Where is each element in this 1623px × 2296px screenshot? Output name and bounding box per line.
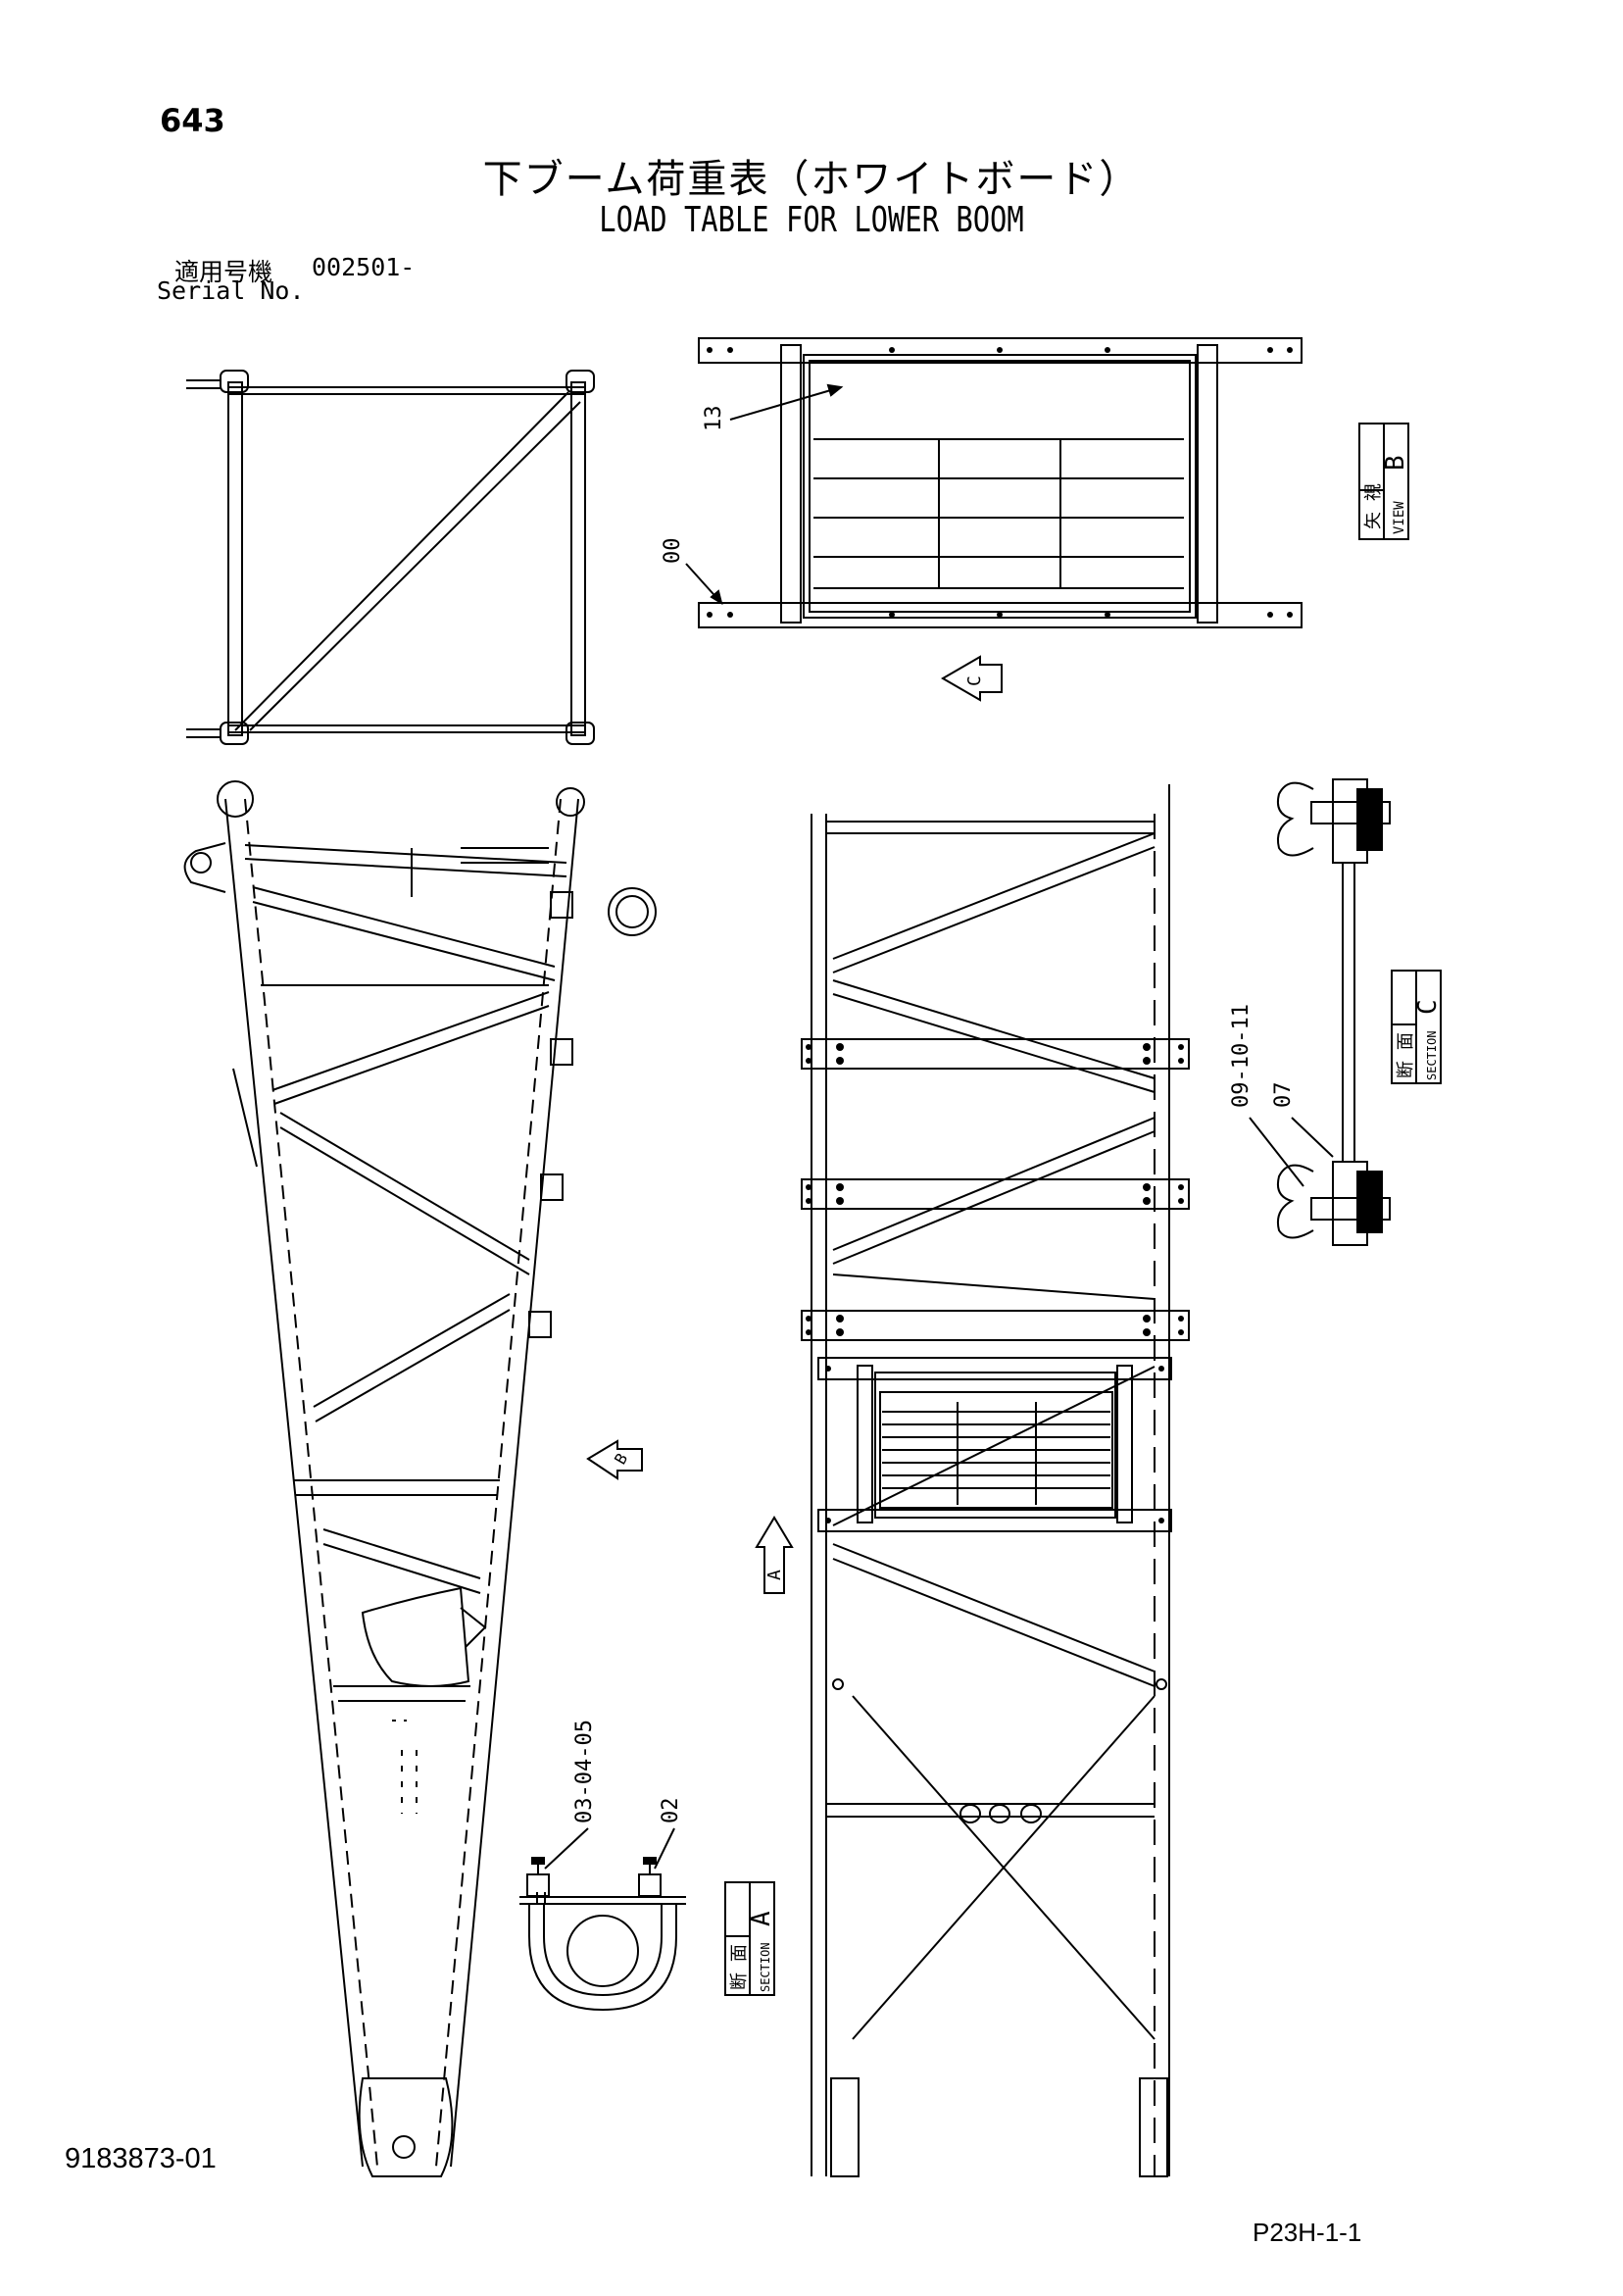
callout-wing-bolt: 09-10-11 (1229, 1004, 1254, 1108)
whiteboard-view-b (685, 337, 1303, 628)
section-c-jp: 断 面 (1396, 1032, 1416, 1078)
section-a-letter: A (747, 1911, 776, 1926)
title-japanese: 下ブーム荷重表（ホワイトボード） (482, 157, 1141, 202)
section-a-jp: 断 面 (729, 1944, 750, 1990)
section-c-wing-bolt (1276, 778, 1391, 1246)
serial-number-value: 002501- (312, 253, 416, 281)
callout-whiteboard: 13 (702, 406, 726, 432)
arrow-b-letter: B (611, 1450, 631, 1468)
section-a-en: SECTION (759, 1942, 772, 1992)
callout-ubolt: 02 (659, 1798, 683, 1824)
leader-ubolt (654, 1827, 675, 1870)
callout-ubolt-nuts: 03-04-05 (572, 1720, 597, 1823)
lower-boom-top-view (801, 784, 1190, 2177)
title-english: LOAD TABLE FOR LOWER BOOM (599, 200, 1024, 240)
section-c-letter: C (1413, 999, 1443, 1015)
view-b-en: VIEW (1392, 501, 1407, 534)
leader-ubolt-nuts (544, 1827, 589, 1870)
section-a-label-box (724, 1881, 775, 1996)
arrow-marker-b (586, 1439, 643, 1480)
page-number: 643 (160, 102, 225, 139)
serial-label-japanese: 適用号機 (174, 258, 273, 286)
leader-spacer (1291, 1117, 1334, 1158)
serial-label-english: Serial No. (157, 276, 305, 305)
lower-boom-side-view (183, 780, 657, 2177)
arrow-marker-c (941, 655, 1003, 702)
boom-end-frame-view (186, 370, 595, 745)
view-b-letter: B (1381, 455, 1410, 471)
callout-spacer: 07 (1271, 1082, 1296, 1109)
leader-wing-bolt (1249, 1117, 1304, 1187)
arrow-c-letter: C (964, 675, 985, 686)
document-number: 9183873-01 (65, 2143, 217, 2174)
view-b-label-box (1358, 423, 1409, 540)
section-c-en: SECTION (1425, 1030, 1439, 1080)
view-b-jp: 矢 視 (1363, 483, 1384, 529)
section-a-ubolt (519, 1857, 686, 2012)
sheet-code: P23H-1-1 (1253, 2218, 1362, 2247)
callout-frame: 00 (661, 538, 685, 565)
arrow-a-letter: A (764, 1570, 785, 1580)
section-c-label-box (1391, 970, 1442, 1084)
arrow-marker-a (755, 1516, 794, 1594)
